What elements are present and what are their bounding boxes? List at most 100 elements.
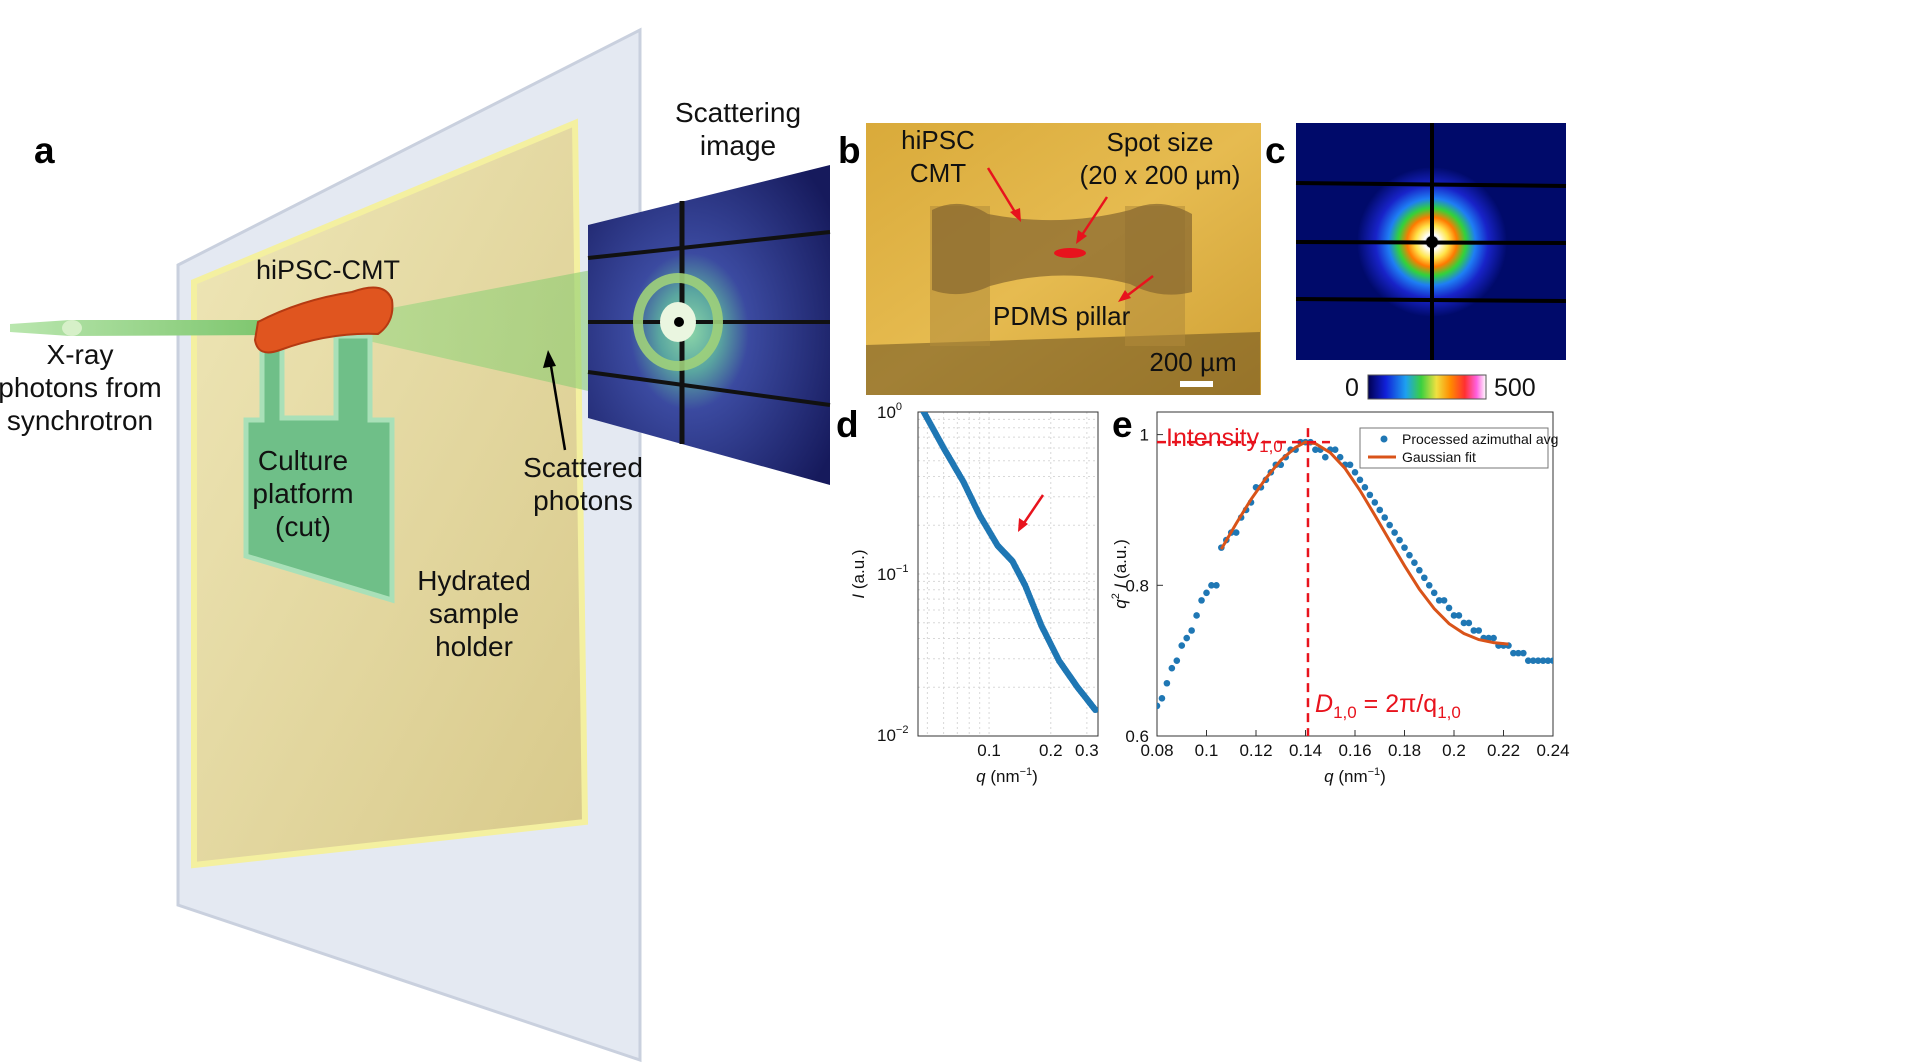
e-point bbox=[1450, 612, 1458, 619]
label-hipsc-cmt: hiPSC-CMT bbox=[256, 255, 400, 285]
detector-gap-3 bbox=[587, 370, 831, 407]
label-scattering-2: image bbox=[700, 130, 776, 161]
e-legend-data: Processed azimuthal avg bbox=[1402, 431, 1558, 447]
e-point bbox=[1203, 589, 1210, 597]
label-pillar: PDMS pillar bbox=[993, 301, 1131, 331]
label-xray-1: X-ray bbox=[47, 339, 114, 370]
e-point bbox=[1534, 657, 1542, 664]
d-xtick: 0.2 bbox=[1039, 741, 1063, 760]
e-point bbox=[1430, 589, 1438, 597]
scatter-ring bbox=[633, 273, 723, 371]
e-point bbox=[1183, 634, 1190, 642]
d-arrow bbox=[1020, 494, 1045, 527]
e-point bbox=[1515, 649, 1522, 657]
e-point bbox=[1520, 649, 1527, 657]
d-ylabel: I (a.u.) bbox=[849, 549, 868, 598]
e-ytick: 0.6 bbox=[1125, 727, 1149, 746]
label-xray-2: photons from bbox=[0, 372, 162, 403]
colorbar-min: 0 bbox=[1345, 374, 1359, 402]
e-point bbox=[1460, 619, 1468, 627]
e-point bbox=[1381, 514, 1388, 521]
arrowhead-pillar bbox=[1118, 290, 1131, 302]
e-legend-fit: Gaussian fit bbox=[1402, 449, 1476, 465]
detector bbox=[588, 165, 830, 485]
label-tissue-2: CMT bbox=[910, 158, 966, 188]
e-point bbox=[1376, 506, 1384, 514]
e-point bbox=[1356, 476, 1364, 484]
e-point bbox=[1391, 529, 1398, 536]
e-point bbox=[1406, 551, 1413, 559]
d-xtick: 0.1 bbox=[977, 741, 1001, 760]
e-point bbox=[1485, 634, 1492, 642]
scattered-arrow bbox=[548, 359, 567, 451]
label-holder-2: sample bbox=[429, 598, 519, 629]
e-legend bbox=[1359, 427, 1549, 469]
e-point bbox=[1351, 468, 1359, 476]
label-tissue-1: hiPSC bbox=[901, 125, 975, 155]
e-point bbox=[1157, 702, 1161, 710]
arrowhead-spot bbox=[1076, 230, 1087, 244]
colorbar-frame bbox=[1367, 374, 1487, 400]
e-annotation-intensity: Intensity1,0 bbox=[1166, 424, 1283, 456]
e-point bbox=[1163, 679, 1171, 687]
e-xtick: 0.2 bbox=[1442, 741, 1466, 760]
e-point bbox=[1544, 657, 1552, 664]
e-point bbox=[1490, 634, 1497, 642]
label-xray-3: synchrotron bbox=[7, 405, 153, 436]
e-point bbox=[1366, 491, 1374, 499]
e-point bbox=[1510, 649, 1517, 657]
arrow-cmt bbox=[986, 167, 1020, 218]
panel-label-e: e bbox=[1112, 404, 1133, 445]
d-xlabel: q (nm−1) bbox=[976, 766, 1038, 786]
label-scattering-1: Scattering bbox=[675, 97, 801, 128]
arrow-pillar bbox=[1123, 275, 1154, 299]
e-point bbox=[1208, 582, 1215, 589]
d-grid bbox=[918, 411, 1098, 737]
e-point bbox=[1470, 627, 1478, 634]
panel-label-d: d bbox=[836, 404, 859, 445]
e-point bbox=[1158, 695, 1166, 702]
e-xtick: 0.08 bbox=[1140, 741, 1173, 760]
e-xtick: 0.22 bbox=[1487, 741, 1520, 760]
label-scalebar: 200 µm bbox=[1149, 347, 1236, 377]
label-spot-2: (20 x 200 µm) bbox=[1080, 160, 1241, 190]
e-point bbox=[1539, 657, 1547, 664]
e-point bbox=[1386, 521, 1393, 529]
glass-plate-edge bbox=[176, 27, 642, 1063]
e-xtick: 0.18 bbox=[1388, 741, 1421, 760]
e-point bbox=[1331, 446, 1339, 453]
e-point bbox=[1445, 604, 1453, 612]
e-point bbox=[1371, 499, 1379, 506]
culture-platform bbox=[243, 333, 395, 604]
e-point bbox=[1198, 597, 1205, 604]
e-point bbox=[1361, 484, 1369, 491]
e-point bbox=[1336, 453, 1344, 461]
e-gaussian-fit-line bbox=[1220, 440, 1509, 646]
e-legend-marker-data bbox=[1380, 435, 1388, 443]
d-axes-frame bbox=[917, 411, 1099, 737]
e-point bbox=[1416, 566, 1423, 574]
panel-b: b hiPSC CMT Spot size (20 x 200 µm) PDMS… bbox=[838, 123, 1261, 395]
e-xlabel: q (nm−1) bbox=[1324, 766, 1386, 786]
label-scattered-2: photons bbox=[533, 485, 633, 516]
panel-a: a hiPSC-CMT X-ray photons from synch bbox=[0, 27, 831, 1063]
d-ytick-0: 100 bbox=[877, 401, 902, 422]
e-xtick: 0.12 bbox=[1239, 741, 1272, 760]
e-point bbox=[1346, 461, 1354, 469]
e-xtick: 0.14 bbox=[1289, 741, 1322, 760]
e-point bbox=[1440, 597, 1448, 604]
colorbar-max: 500 bbox=[1494, 374, 1536, 402]
gap-1 bbox=[1295, 181, 1567, 188]
label-holder-3: holder bbox=[435, 631, 513, 662]
label-platform-3: (cut) bbox=[275, 511, 331, 542]
hipsc-cmt-tissue bbox=[253, 286, 394, 354]
d-ytick-2: 10−2 bbox=[877, 724, 908, 745]
label-holder-1: Hydrated bbox=[417, 565, 531, 596]
e-point bbox=[1322, 453, 1329, 461]
label-platform-1: Culture bbox=[258, 445, 348, 476]
panel-label-b: b bbox=[838, 130, 861, 171]
d-arrowhead bbox=[1018, 518, 1028, 532]
